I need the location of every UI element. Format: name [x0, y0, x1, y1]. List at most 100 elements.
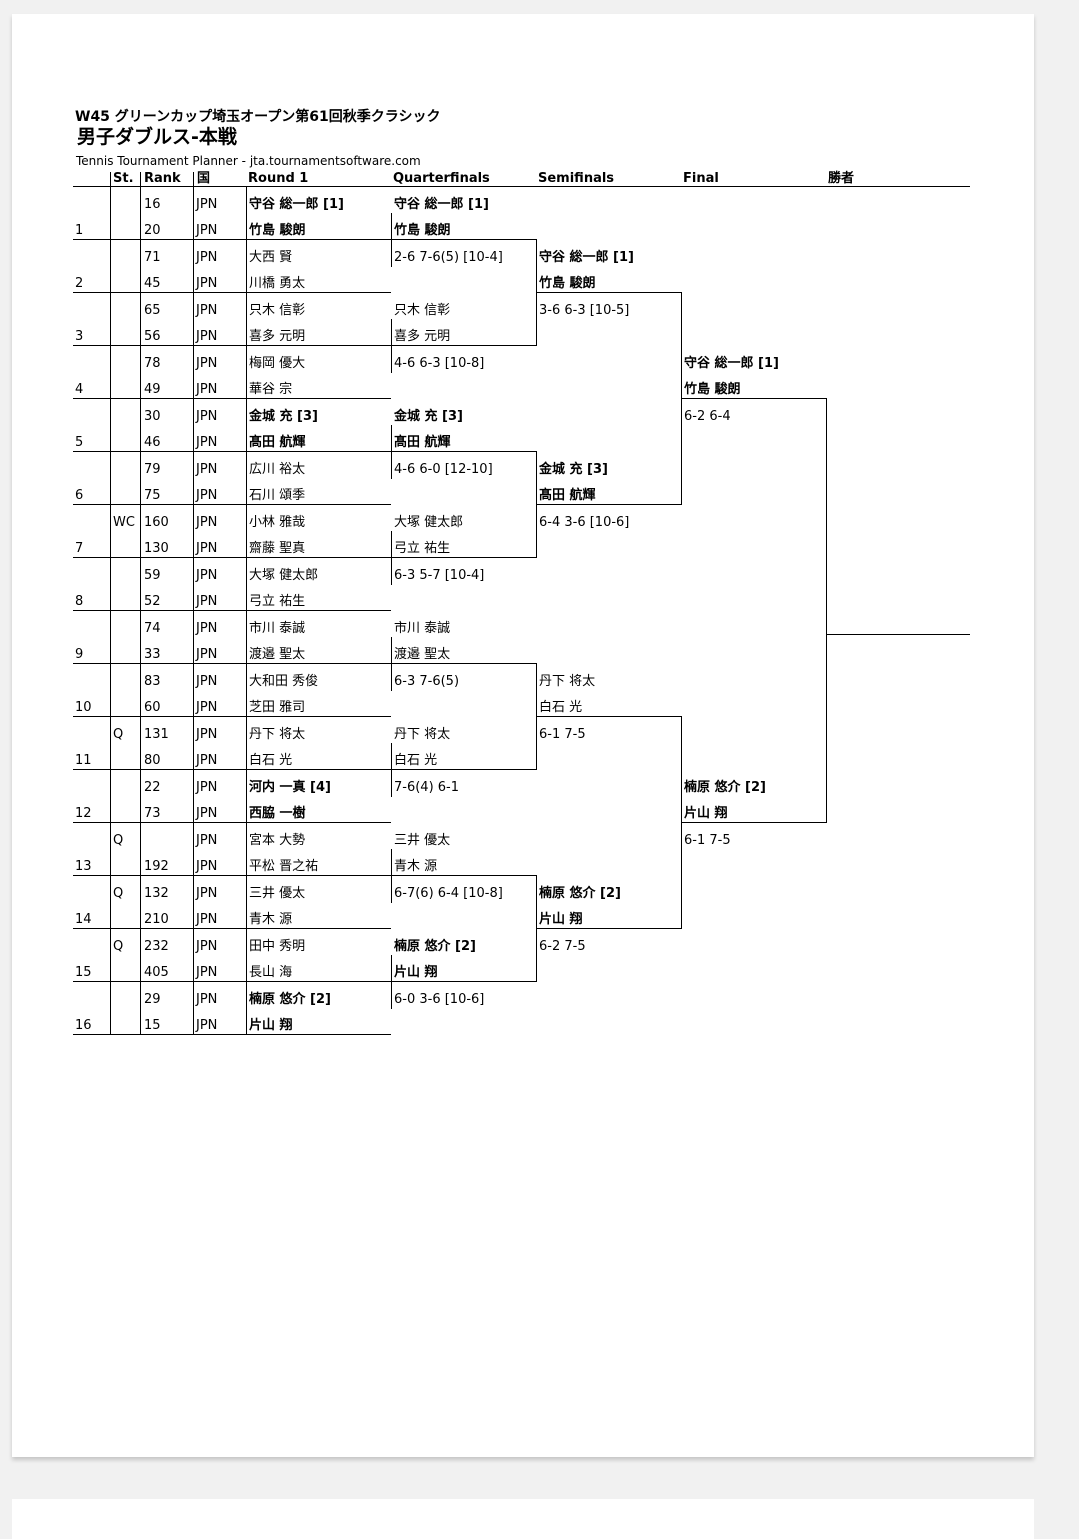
match-underline — [73, 451, 391, 452]
draw-number: 11 — [75, 753, 92, 768]
bracket-line — [246, 822, 247, 876]
player-name: 丹下 将太 — [249, 726, 306, 742]
match-score: 6-3 5-7 [10-4] — [394, 567, 485, 583]
player-rank: 15 — [144, 1018, 161, 1033]
bracket-line — [246, 610, 247, 664]
column-rule — [193, 172, 194, 1035]
player-country: JPN — [196, 488, 218, 503]
player-country: JPN — [196, 249, 218, 265]
winner-name: 丹下 将太 — [394, 726, 451, 742]
player-country: JPN — [196, 912, 218, 927]
player-rank: 45 — [144, 276, 161, 291]
player-rank: 405 — [144, 965, 169, 980]
player-rank: 160 — [144, 514, 169, 530]
winner-name: 大塚 健太郎 — [394, 514, 464, 530]
bracket-line — [246, 557, 247, 611]
bracket-line — [391, 848, 392, 903]
match-underline — [73, 1034, 391, 1035]
player-name: 市川 泰誠 — [249, 620, 306, 636]
source-line: Tennis Tournament Planner - jta.tourname… — [76, 154, 421, 168]
seed-status: Q — [113, 938, 124, 954]
header-quarterfinals: Quarterfinals — [393, 171, 490, 186]
winner-name: 丹下 将太 — [539, 673, 596, 689]
winner-name: 白石 光 — [394, 753, 438, 768]
next-page-edge — [12, 1499, 1034, 1539]
match-underline — [73, 928, 391, 929]
winner-name: 三井 優太 — [394, 832, 451, 848]
player-rank: 75 — [144, 488, 161, 503]
player-rank: 73 — [144, 806, 161, 821]
player-rank: 78 — [144, 355, 161, 371]
player-name: 三井 優太 — [249, 885, 306, 901]
player-name: 田中 秀明 — [249, 938, 306, 954]
bracket-line — [391, 636, 392, 691]
player-country: JPN — [196, 196, 218, 212]
match-underline — [73, 981, 391, 982]
player-rank: 20 — [144, 223, 161, 238]
player-country: JPN — [196, 223, 218, 238]
bracket-line — [826, 398, 827, 823]
player-name: 石川 頌季 — [249, 488, 306, 503]
player-rank: 65 — [144, 302, 161, 318]
player-rank: 33 — [144, 647, 161, 662]
match-underline — [73, 345, 391, 346]
player-country: JPN — [196, 832, 218, 848]
bracket-line — [536, 663, 537, 770]
player-country: JPN — [196, 355, 218, 371]
bracket-line — [246, 239, 247, 293]
bracket-line — [246, 292, 247, 346]
player-rank: 74 — [144, 620, 161, 636]
event-title: 男子ダブルス-本戦 — [77, 126, 237, 148]
winner-name: 金城 充 [3] — [539, 461, 608, 477]
match-score: 6-2 6-4 — [684, 408, 731, 424]
player-country: JPN — [196, 647, 218, 662]
bracket-line — [391, 981, 536, 982]
header-final: Final — [683, 171, 719, 186]
winner-name: 楠原 悠介 [2] — [394, 938, 476, 954]
winner-name: 竹島 駿朗 — [684, 382, 741, 397]
player-rank: 192 — [144, 859, 169, 874]
match-score: 4-6 6-3 [10-8] — [394, 355, 485, 371]
player-country: JPN — [196, 938, 218, 954]
player-name: 平松 晋之祐 — [249, 859, 319, 874]
header-country: 国 — [197, 171, 211, 186]
player-country: JPN — [196, 673, 218, 689]
seed-status: Q — [113, 832, 124, 848]
player-country: JPN — [196, 594, 218, 609]
winner-name: 守谷 総一郎 [1] — [539, 249, 634, 265]
player-country: JPN — [196, 753, 218, 768]
player-name: 齋藤 聖真 — [249, 541, 306, 556]
document-page — [12, 14, 1034, 1457]
match-underline — [73, 663, 391, 664]
bracket-line — [536, 504, 681, 505]
bracket-line — [391, 663, 536, 664]
match-score: 6-0 3-6 [10-6] — [394, 991, 485, 1007]
player-country: JPN — [196, 726, 218, 742]
player-name: 芝田 雅司 — [249, 700, 306, 715]
player-rank: 56 — [144, 329, 161, 344]
match-score: 6-3 7-6(5) — [394, 673, 460, 689]
winner-name: 竹島 駿朗 — [539, 276, 596, 291]
winner-name: 青木 源 — [394, 859, 438, 874]
player-name: 弓立 祐生 — [249, 594, 306, 609]
winner-name: 片山 翔 — [394, 965, 438, 980]
player-rank: 80 — [144, 753, 161, 768]
player-country: JPN — [196, 620, 218, 636]
player-country: JPN — [196, 276, 218, 291]
player-name: 宮本 大勢 — [249, 832, 306, 848]
winner-name: 渡邉 聖太 — [394, 647, 451, 662]
winner-name: 守谷 総一郎 [1] — [684, 355, 779, 371]
winner-name: 楠原 悠介 [2] — [539, 885, 621, 901]
player-rank: 71 — [144, 249, 161, 265]
winner-line — [826, 633, 970, 635]
bracket-line — [246, 875, 247, 929]
player-rank: 16 — [144, 196, 161, 212]
player-name: 長山 海 — [249, 965, 293, 980]
bracket-line — [246, 928, 247, 982]
match-score: 6-1 7-5 — [684, 832, 731, 848]
seed-status: Q — [113, 885, 124, 901]
bracket-line — [246, 769, 247, 823]
draw-number: 8 — [75, 594, 84, 609]
bracket-line — [681, 822, 826, 823]
player-name: 楠原 悠介 [2] — [249, 991, 331, 1007]
